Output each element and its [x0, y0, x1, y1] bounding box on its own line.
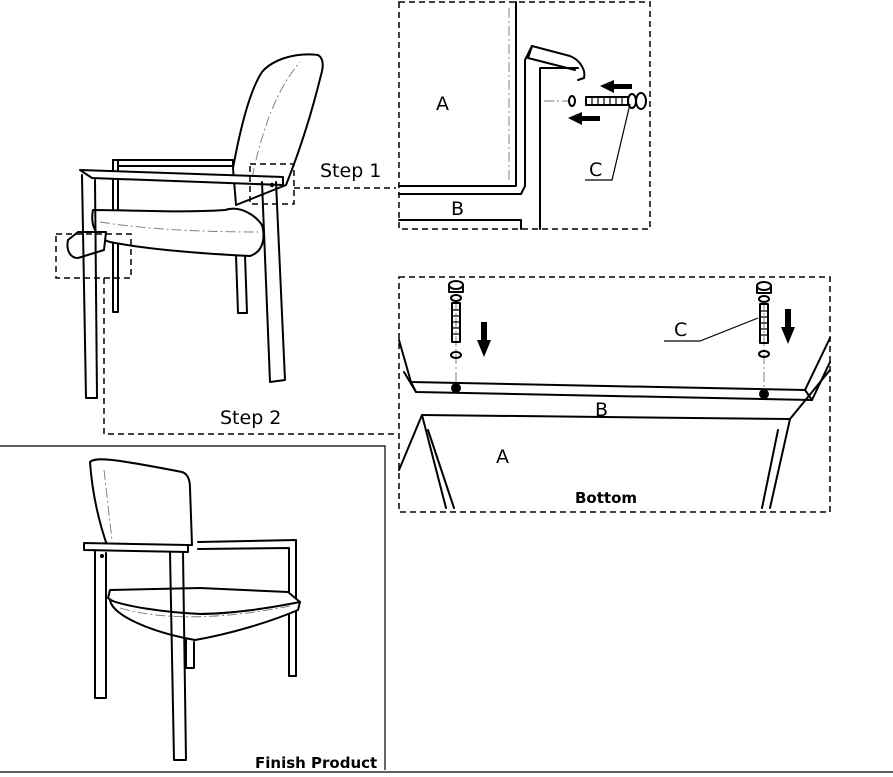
- step2-connector: [103, 278, 396, 435]
- detail1-label-a: A: [436, 93, 449, 115]
- finish-caption: Finish Product: [255, 754, 377, 772]
- detail-step1: A B C: [398, 1, 651, 230]
- detail2-label-c: C: [674, 319, 687, 341]
- detail1-label-c: C: [589, 159, 602, 181]
- finish-product-panel: Finish Product: [0, 445, 893, 773]
- chair-illustration-main: [55, 53, 324, 399]
- detail-step2: C B A Bottom: [398, 276, 831, 513]
- step1-label: Step 1: [320, 160, 381, 182]
- step2-label: Step 2: [220, 407, 281, 429]
- detail2-label-b: B: [595, 399, 608, 421]
- detail1-label-b: B: [451, 198, 464, 220]
- detail2-caption: Bottom: [575, 489, 637, 507]
- detail2-label-a: A: [496, 446, 509, 468]
